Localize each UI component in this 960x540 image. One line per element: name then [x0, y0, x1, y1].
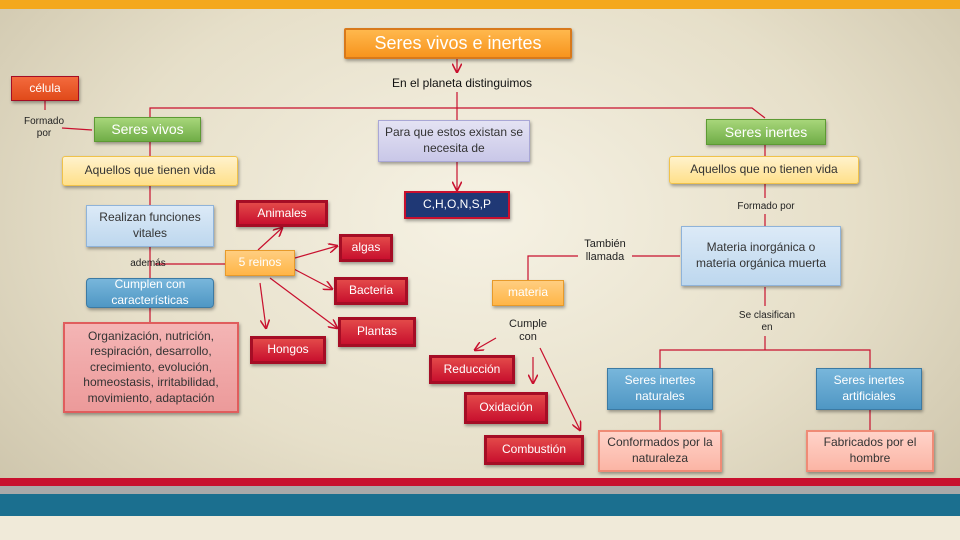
label-se-clasifican: Se clasifican en: [738, 310, 796, 333]
node-tienen-vida: Aquellos que tienen vida: [62, 156, 238, 186]
node-algas: algas: [339, 234, 393, 262]
node-caracteristicas: Organización, nutrición, respiración, de…: [63, 322, 239, 413]
title-text: Seres vivos e inertes: [374, 32, 542, 53]
node-oxidacion: Oxidación: [464, 392, 548, 424]
node-cumplen: Cumplen con características: [86, 277, 214, 308]
node-inertes-artificiales: Seres inertes artificiales: [816, 368, 922, 410]
node-materia: materia: [492, 280, 564, 306]
label-distinguimos: En el planeta distinguimos: [391, 76, 533, 90]
node-animales: Animales: [236, 200, 328, 227]
node-seres-vivos: Seres vivos: [94, 117, 201, 142]
footer-band-grey: [0, 486, 960, 494]
node-reduccion: Reducción: [429, 355, 515, 384]
node-elementos: C,H,O,N,S,P: [404, 191, 510, 219]
label-formado-por: Formado por: [23, 116, 64, 139]
footer-band-blue: [0, 494, 960, 516]
node-conformados: Conformados por la naturaleza: [598, 430, 722, 472]
top-accent-bar: [0, 0, 960, 9]
title-node: Seres vivos e inertes: [344, 28, 572, 59]
label-formado-por-2: Formado por: [737, 201, 795, 212]
node-funciones-vitales: Realizan funciones vitales: [86, 205, 214, 247]
footer-band-red: [0, 478, 960, 486]
node-materia-inorganica: Materia inorgánica o materia orgánica mu…: [681, 226, 841, 286]
node-para-que: Para que estos existan se necesita de: [378, 120, 530, 162]
node-bacteria: Bacteria: [334, 277, 408, 305]
node-plantas: Plantas: [338, 317, 416, 347]
label-cumple-con: Cumple con: [509, 318, 547, 344]
label-ademas: además: [130, 258, 166, 269]
node-no-tienen-vida: Aquellos que no tienen vida: [669, 156, 859, 184]
node-hongos: Hongos: [250, 336, 326, 364]
node-celula: célula: [11, 76, 79, 101]
label-tambien-llamada: También llamada: [584, 238, 626, 264]
node-5-reinos: 5 reinos: [225, 250, 295, 276]
footer-band-cream: [0, 516, 960, 540]
node-combustion: Combustión: [484, 435, 584, 465]
node-inertes-naturales: Seres inertes naturales: [607, 368, 713, 410]
node-fabricados: Fabricados por el hombre: [806, 430, 934, 472]
node-seres-inertes: Seres inertes: [706, 119, 826, 145]
